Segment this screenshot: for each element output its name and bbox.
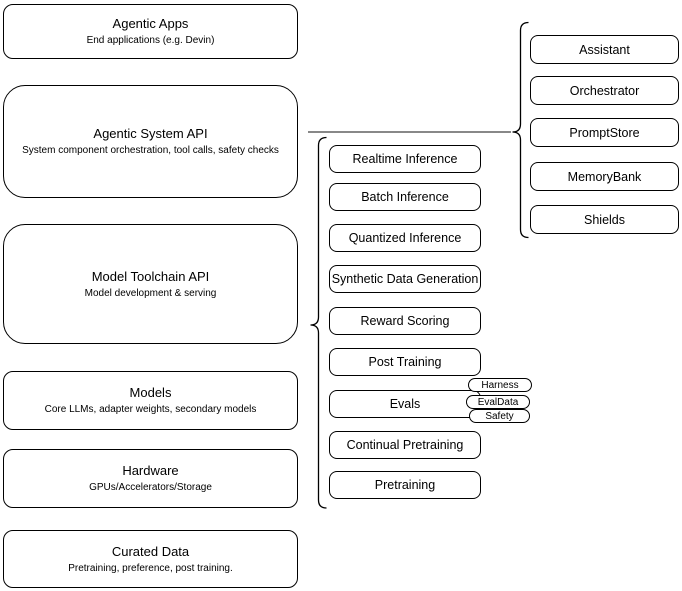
service-realtime-inference: Realtime Inference	[329, 145, 481, 173]
tag-harness: Harness	[468, 378, 532, 392]
node-subtitle: Pretraining, preference, post training.	[68, 562, 233, 574]
node-agentic-apps: Agentic Apps End applications (e.g. Devi…	[3, 4, 298, 59]
service-quantized-inference: Quantized Inference	[329, 224, 481, 252]
node-subtitle: Core LLMs, adapter weights, secondary mo…	[44, 404, 257, 415]
node-models: Models Core LLMs, adapter weights, secon…	[3, 371, 298, 430]
node-hardware: Hardware GPUs/Accelerators/Storage	[3, 449, 298, 508]
component-shields: Shields	[530, 205, 679, 234]
service-continual-pretraining: Continual Pretraining	[329, 431, 481, 459]
component-promptstore: PromptStore	[530, 118, 679, 147]
node-subtitle: System component orchestration, tool cal…	[22, 145, 279, 156]
node-title: Model Toolchain API	[91, 268, 210, 284]
tag-evaldata: EvalData	[466, 395, 530, 409]
node-title: Agentic System API	[93, 126, 208, 141]
node-subtitle: End applications (e.g. Devin)	[86, 35, 215, 46]
service-post-training: Post Training	[329, 348, 481, 376]
node-title: Models	[129, 385, 172, 400]
service-reward-scoring: Reward Scoring	[329, 307, 481, 335]
node-curated-data: Curated Data Pretraining, preference, po…	[3, 530, 298, 588]
node-title: Hardware	[122, 463, 179, 478]
service-evals: Evals	[329, 390, 481, 418]
node-title: Curated Data	[111, 543, 190, 559]
service-batch-inference: Batch Inference	[329, 183, 481, 211]
node-agentic-system-api: Agentic System API System component orch…	[3, 85, 298, 198]
component-memorybank: MemoryBank	[530, 162, 679, 191]
system-components-brace	[512, 21, 529, 239]
component-assistant: Assistant	[530, 35, 679, 64]
toolchain-services-brace	[310, 136, 327, 509]
service-pretraining: Pretraining	[329, 471, 481, 499]
node-title: Agentic Apps	[112, 16, 189, 31]
node-model-toolchain-api: Model Toolchain API Model development & …	[3, 224, 298, 344]
tag-safety: Safety	[469, 409, 530, 423]
service-synthetic-data-generation: Synthetic Data Generation	[329, 265, 481, 293]
node-subtitle: Model development & serving	[84, 287, 217, 299]
node-subtitle: GPUs/Accelerators/Storage	[89, 482, 212, 493]
component-orchestrator: Orchestrator	[530, 76, 679, 105]
